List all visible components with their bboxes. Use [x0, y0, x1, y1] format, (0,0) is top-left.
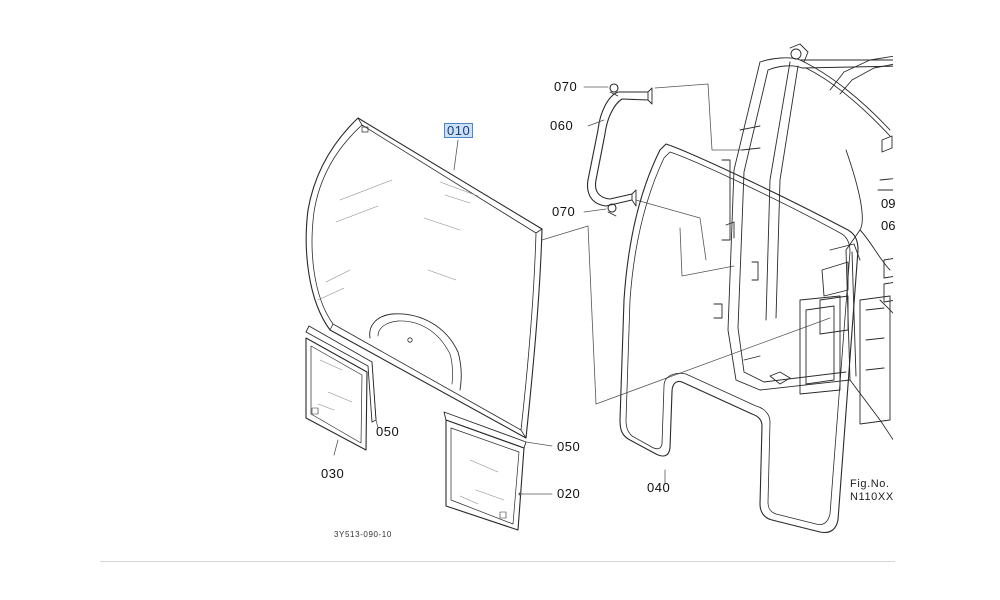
callout-040[interactable]: 040 — [647, 480, 671, 495]
callout-070-bottom[interactable]: 070 — [552, 204, 576, 219]
cab-frame — [713, 43, 893, 441]
handrail-060[interactable] — [586, 87, 653, 207]
callout-020[interactable]: 020 — [557, 486, 581, 501]
bolt-070-top[interactable] — [583, 83, 619, 97]
weather-strip-050-left[interactable] — [305, 325, 379, 429]
callout-060[interactable]: 060 — [550, 118, 574, 133]
figure-number: N110XX — [850, 491, 894, 503]
right-crop-mask — [895, 0, 1000, 600]
callout-cropped-06[interactable]: 06 — [881, 218, 896, 233]
callout-cropped-09[interactable]: 09 — [881, 196, 896, 211]
drawing-number: 3Y513-090-10 — [334, 530, 392, 539]
bolt-070-bottom[interactable] — [583, 203, 617, 217]
callout-050-right[interactable]: 050 — [557, 439, 581, 454]
callout-010[interactable]: 010 — [444, 123, 474, 138]
callout-070-top[interactable]: 070 — [554, 79, 578, 94]
callout-050-left[interactable]: 050 — [376, 424, 400, 439]
callout-030[interactable]: 030 — [321, 466, 345, 481]
figure-label: Fig.No. — [850, 478, 890, 490]
weather-strip-050-right[interactable] — [443, 411, 553, 449]
door-seal-040[interactable] — [619, 143, 859, 534]
bottom-divider — [100, 561, 895, 562]
lower-glass-030[interactable] — [305, 337, 368, 456]
lower-glass-020[interactable] — [445, 419, 553, 531]
windshield-glass-010[interactable] — [305, 117, 543, 439]
